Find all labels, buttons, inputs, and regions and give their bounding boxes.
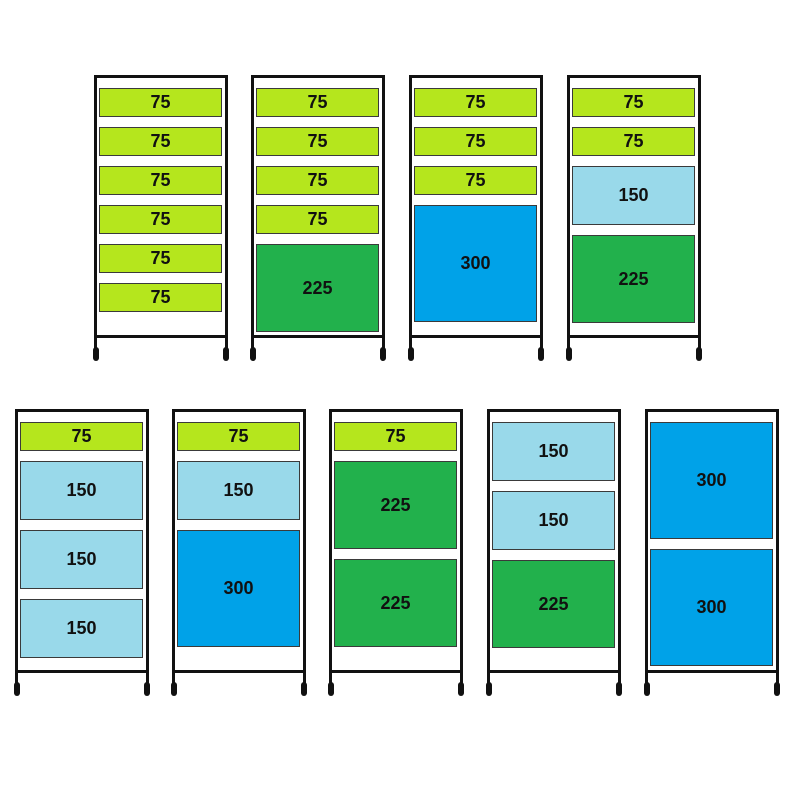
cart-frame-post-right xyxy=(460,409,463,688)
drawer-75: 75 xyxy=(414,166,537,195)
drawer-75: 75 xyxy=(20,422,143,451)
wheel-icon xyxy=(328,682,334,696)
drawer-cart: 150 150 225 xyxy=(486,409,622,696)
cart-frame-bottom-bar xyxy=(251,335,385,338)
drawer-300: 300 xyxy=(650,549,773,666)
drawer-150: 150 xyxy=(572,166,695,225)
cart-frame-post-right xyxy=(225,75,228,353)
drawer-150: 150 xyxy=(492,491,615,550)
cart-frame-top-bar xyxy=(15,409,149,412)
drawer-150: 150 xyxy=(20,530,143,589)
wheel-icon xyxy=(408,347,414,361)
wheel-icon xyxy=(696,347,702,361)
drawer-75: 75 xyxy=(99,166,222,195)
cart-frame-top-bar xyxy=(172,409,306,412)
cart-frame-post-right xyxy=(303,409,306,688)
cart-frame-bottom-bar xyxy=(329,670,463,673)
drawer-225: 225 xyxy=(256,244,379,332)
cart-frame-post-right xyxy=(776,409,779,688)
drawer-300: 300 xyxy=(414,205,537,322)
drawer-225: 225 xyxy=(492,560,615,648)
drawer-75: 75 xyxy=(334,422,457,451)
drawer-75: 75 xyxy=(99,88,222,117)
drawer-cart: 75 150 150 150 xyxy=(14,409,150,696)
drawer-cart: 75 75 75 75 225 xyxy=(250,75,386,361)
drawer-75: 75 xyxy=(177,422,300,451)
drawer-75: 75 xyxy=(256,205,379,234)
drawer-cart: 75 75 150 225 xyxy=(566,75,702,361)
drawer-225: 225 xyxy=(334,461,457,549)
cart-frame-post-right xyxy=(382,75,385,353)
drawer-150: 150 xyxy=(177,461,300,520)
cart-frame-post-left xyxy=(329,409,332,688)
drawer-75: 75 xyxy=(99,127,222,156)
cart-frame-post-left xyxy=(251,75,254,353)
wheel-icon xyxy=(458,682,464,696)
drawer-75: 75 xyxy=(256,88,379,117)
wheel-icon xyxy=(538,347,544,361)
cart-frame-bottom-bar xyxy=(409,335,543,338)
cart-frame-top-bar xyxy=(487,409,621,412)
cart-frame-top-bar xyxy=(94,75,228,78)
wheel-icon xyxy=(250,347,256,361)
drawer-cart: 75 225 225 xyxy=(328,409,464,696)
wheel-icon xyxy=(93,347,99,361)
wheel-icon xyxy=(566,347,572,361)
wheel-icon xyxy=(380,347,386,361)
cart-frame-bottom-bar xyxy=(645,670,779,673)
wheel-icon xyxy=(644,682,650,696)
cart-frame-post-right xyxy=(146,409,149,688)
wheel-icon xyxy=(616,682,622,696)
drawer-150: 150 xyxy=(20,461,143,520)
drawer-75: 75 xyxy=(414,127,537,156)
drawer-150: 150 xyxy=(492,422,615,481)
cart-frame-post-left xyxy=(409,75,412,353)
drawer-75: 75 xyxy=(256,166,379,195)
cart-frame-top-bar xyxy=(645,409,779,412)
wheel-icon xyxy=(144,682,150,696)
drawer-75: 75 xyxy=(572,88,695,117)
drawer-75: 75 xyxy=(99,205,222,234)
drawer-cart: 75 150 300 xyxy=(171,409,307,696)
cart-frame-top-bar xyxy=(567,75,701,78)
drawer-75: 75 xyxy=(99,244,222,273)
cart-frame-bottom-bar xyxy=(15,670,149,673)
wheel-icon xyxy=(14,682,20,696)
cart-frame-post-left xyxy=(15,409,18,688)
cart-frame-top-bar xyxy=(409,75,543,78)
cart-frame-post-left xyxy=(567,75,570,353)
drawer-225: 225 xyxy=(572,235,695,323)
cart-frame-post-left xyxy=(487,409,490,688)
wheel-icon xyxy=(774,682,780,696)
cart-frame-post-left xyxy=(645,409,648,688)
cart-frame-post-right xyxy=(540,75,543,353)
drawer-75: 75 xyxy=(572,127,695,156)
cart-frame-post-right xyxy=(618,409,621,688)
drawer-225: 225 xyxy=(334,559,457,647)
drawer-75: 75 xyxy=(414,88,537,117)
drawer-300: 300 xyxy=(650,422,773,539)
drawer-75: 75 xyxy=(99,283,222,312)
cart-frame-bottom-bar xyxy=(567,335,701,338)
drawer-150: 150 xyxy=(20,599,143,658)
wheel-icon xyxy=(301,682,307,696)
cart-frame-top-bar xyxy=(329,409,463,412)
cart-frame-top-bar xyxy=(251,75,385,78)
drawer-300: 300 xyxy=(177,530,300,647)
cart-frame-bottom-bar xyxy=(94,335,228,338)
wheel-icon xyxy=(486,682,492,696)
drawer-cart: 75 75 75 75 75 75 xyxy=(93,75,229,361)
cart-frame-post-left xyxy=(172,409,175,688)
cart-frame-post-right xyxy=(698,75,701,353)
drawer-75: 75 xyxy=(256,127,379,156)
cart-frame-bottom-bar xyxy=(487,670,621,673)
drawer-cart: 75 75 75 300 xyxy=(408,75,544,361)
wheel-icon xyxy=(171,682,177,696)
cart-frame-bottom-bar xyxy=(172,670,306,673)
wheel-icon xyxy=(223,347,229,361)
cart-frame-post-left xyxy=(94,75,97,353)
